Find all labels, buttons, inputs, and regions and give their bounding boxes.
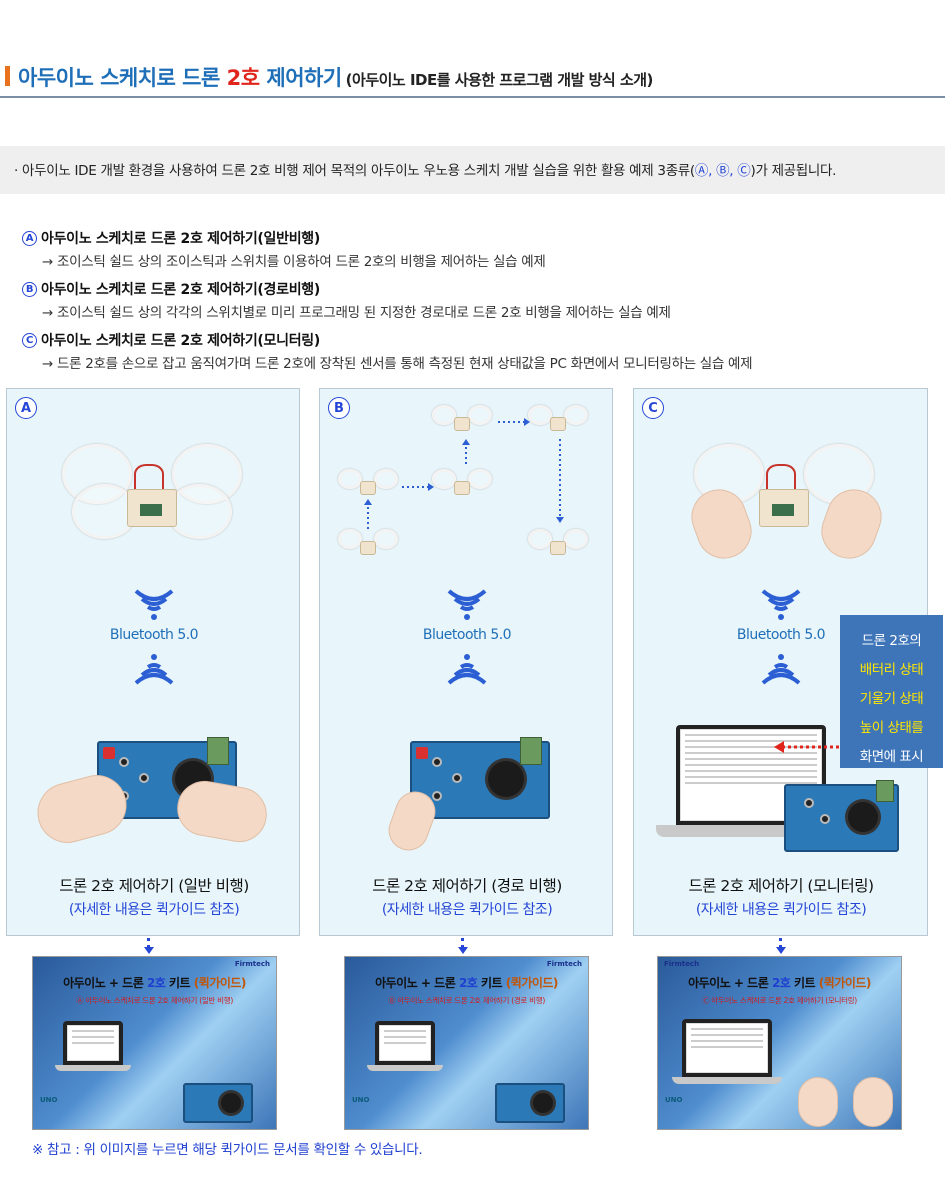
drone-image [528, 529, 588, 561]
footnote: ※ 참고 : 위 이미지를 누르면 해당 퀵가이드 문서를 확인할 수 있습니다… [32, 1142, 423, 1158]
arduino-uno-logo: UNO [665, 1096, 683, 1104]
panel-caption: 드론 2호 제어하기 (일반 비행) (자세한 내용은 퀵가이드 참조) [7, 874, 301, 919]
route-arrows-icon [364, 418, 564, 529]
caption-link[interactable]: (자세한 내용은 퀵가이드 참조) [68, 902, 240, 918]
bluetooth-label: Bluetooth 5.0 [422, 627, 512, 643]
wifi-signal-icon [134, 589, 174, 620]
panel-b: B [319, 388, 613, 936]
example-desc: → 조이스틱 쉴드 상의 각각의 스위치별로 미리 프로그래밍 된 지정한 경로… [42, 305, 671, 321]
header-accent-bar [5, 66, 10, 86]
info-line-highlight: 배터리 상태 [859, 662, 924, 678]
page-subtitle: (아두이노 IDE를 사용한 프로그램 개발 방식 소개) [345, 71, 654, 89]
firmtech-logo: Firmtech [546, 960, 582, 968]
panel-c: C Bluetooth 5.0 드론 2호 제어하기 (모니터링) [633, 388, 928, 936]
drone-image [528, 405, 588, 437]
panel-caption: 드론 2호 제어하기 (경로 비행) (자세한 내용은 퀵가이드 참조) [320, 874, 614, 919]
info-line: 화면에 표시 [859, 749, 924, 765]
arrow-down-icon [458, 947, 468, 954]
firmtech-logo: Firmtech [234, 960, 270, 968]
laptop-image [63, 1021, 123, 1065]
example-desc: → 조이스틱 쉴드 상의 조이스틱과 스위치를 이용하여 드론 2호의 비행을 … [42, 254, 546, 270]
dotted-arrow-icon [779, 938, 782, 948]
caption-title: 드론 2호 제어하기 (경로 비행) [372, 877, 562, 895]
caption-title: 드론 2호 제어하기 (일반 비행) [59, 877, 249, 895]
mark-a-icon: A [22, 230, 37, 246]
example-title: 아두이노 스케치로 드론 2호 제어하기(일반비행) [41, 231, 320, 247]
hand-image [853, 1077, 893, 1127]
badge-b-icon: B [328, 397, 350, 419]
caption-link[interactable]: (자세한 내용은 퀵가이드 참조) [695, 902, 867, 918]
bluetooth-label: Bluetooth 5.0 [109, 627, 199, 643]
laptop-base-image [367, 1065, 443, 1071]
arduino-uno-logo: UNO [352, 1096, 370, 1104]
joystick-shield-image [183, 1083, 253, 1123]
panel-a: A Bluetooth 5.0 드론 2호 제어하기 (일반 비행) (자세한 … [6, 388, 300, 936]
caption-title: 드론 2호 제어하기 (모니터링) [688, 877, 874, 895]
info-line: 드론 2호의 [861, 633, 922, 649]
thumb-title: 아두이노 + 드론 2호 키트 (퀵가이드) [63, 976, 246, 990]
hand-image [798, 1077, 838, 1127]
title-part-red: 2호 [226, 66, 260, 90]
quickguide-thumb-c[interactable]: Firmtech 아두이노 + 드론 2호 키트 (퀵가이드) Ⓒ 아두이노 스… [657, 956, 902, 1130]
badge-a-icon: A [15, 397, 37, 419]
wifi-signal-icon [761, 654, 801, 685]
dotted-arrow-icon [461, 938, 464, 948]
intro-text-b: )가 제공됩니다. [750, 163, 837, 179]
arrow-down-icon [144, 947, 154, 954]
laptop-image [676, 725, 826, 825]
arrow-down-icon [776, 947, 786, 954]
laptop-base-image [672, 1077, 782, 1084]
drone-image [338, 469, 398, 501]
thumb-subtitle: Ⓒ 아두이노 스케치로 드론 2호 제어하기 (모니터링) [702, 996, 857, 1005]
thumb-title: 아두이노 + 드론 2호 키트 (퀵가이드) [688, 976, 871, 990]
mark-b-icon: B [22, 281, 37, 297]
intro-text-marks: Ⓐ, Ⓑ, Ⓒ [694, 163, 751, 179]
firmtech-logo: Firmtech [664, 960, 700, 968]
page-header: 아두이노 스케치로 드론 2호 제어하기(아두이노 IDE를 사용한 프로그램 … [0, 60, 945, 98]
wifi-signal-icon [134, 654, 174, 685]
dotted-arrow-icon [147, 938, 150, 948]
laptop-image [375, 1021, 435, 1065]
caption-link[interactable]: (자세한 내용은 퀵가이드 참조) [381, 902, 553, 918]
wifi-signal-icon [447, 654, 487, 685]
drone-image [432, 469, 492, 501]
title-part-2: 제어하기 [259, 66, 342, 90]
joystick-shield-image [495, 1083, 565, 1123]
intro-text-a: · 아두이노 IDE 개발 환경을 사용하여 드론 2호 비행 제어 목적의 아… [14, 163, 695, 179]
joystick-shield-image [784, 780, 899, 852]
pointer-arrow-icon [774, 741, 842, 753]
wifi-signal-icon [761, 589, 801, 620]
arduino-uno-logo: UNO [40, 1096, 58, 1104]
drone-image [62, 444, 242, 539]
page-title: 아두이노 스케치로 드론 2호 제어하기(아두이노 IDE를 사용한 프로그램 … [18, 62, 653, 92]
monitoring-info-box: 드론 2호의 배터리 상태 기울기 상태 높이 상태를 화면에 표시 [840, 615, 943, 768]
title-part-1: 아두이노 스케치로 드론 [18, 66, 227, 90]
badge-c-icon: C [642, 397, 664, 419]
wifi-signal-icon [447, 589, 487, 620]
example-title: 아두이노 스케치로 드론 2호 제어하기(모니터링) [41, 333, 320, 349]
panel-caption: 드론 2호 제어하기 (모니터링) (자세한 내용은 퀵가이드 참조) [634, 874, 928, 919]
laptop-base-image [55, 1065, 131, 1071]
info-line-highlight: 높이 상태를 [859, 720, 924, 736]
hand-image [172, 776, 272, 847]
mark-c-icon: C [22, 332, 37, 348]
thumb-subtitle: Ⓐ 아두이노 스케치로 드론 2호 제어하기 (일반 비행) [76, 996, 233, 1005]
example-desc: → 드론 2호를 손으로 잡고 움직여가며 드론 2호에 장착된 센서를 통해 … [42, 356, 753, 372]
thumb-subtitle: Ⓑ 아두이노 스케치로 드론 2호 제어하기 (경로 비행) [388, 996, 545, 1005]
thumb-title: 아두이노 + 드론 2호 키트 (퀵가이드) [375, 976, 558, 990]
drone-image [338, 529, 398, 561]
laptop-image [682, 1019, 772, 1077]
drone-image [432, 405, 492, 437]
example-title: 아두이노 스케치로 드론 2호 제어하기(경로비행) [41, 282, 320, 298]
info-line-highlight: 기울기 상태 [859, 691, 924, 707]
intro-banner: · 아두이노 IDE 개발 환경을 사용하여 드론 2호 비행 제어 목적의 아… [0, 146, 945, 194]
quickguide-thumb-b[interactable]: Firmtech 아두이노 + 드론 2호 키트 (퀵가이드) Ⓑ 아두이노 스… [344, 956, 589, 1130]
quickguide-thumb-a[interactable]: Firmtech 아두이노 + 드론 2호 키트 (퀵가이드) Ⓐ 아두이노 스… [32, 956, 277, 1130]
bluetooth-label: Bluetooth 5.0 [736, 627, 826, 643]
